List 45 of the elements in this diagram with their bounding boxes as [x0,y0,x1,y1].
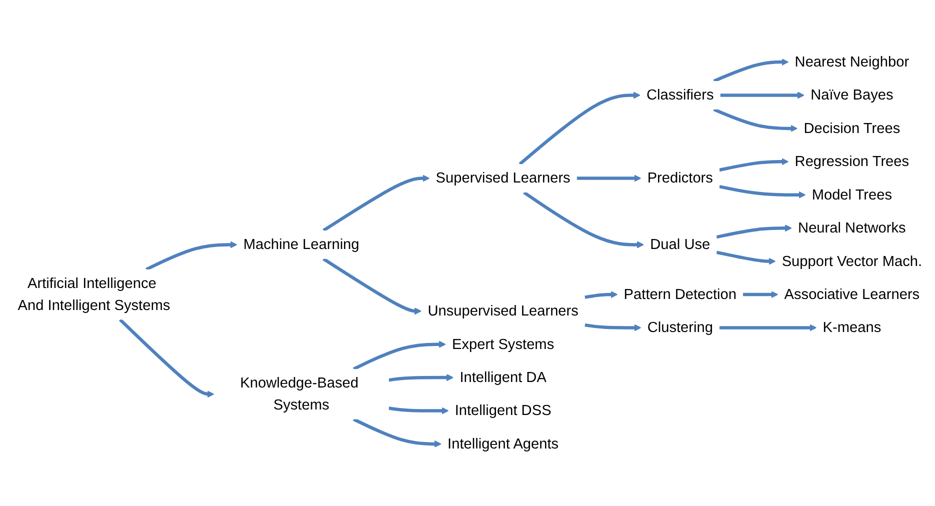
node-text: Regression Trees [794,153,910,170]
node-text: Pattern Detection [624,286,736,302]
arrow [352,340,446,370]
node-text: Unsupervised Learners [428,302,578,319]
arrow [388,374,454,382]
node-text: Classifiers [646,86,714,103]
node-text: Knowledge-Based Systems [240,374,358,413]
node-text: K-means [822,319,882,336]
arrow [716,250,776,265]
node-text: Predictors [647,170,713,186]
node-text: Intelligent Agents [448,435,559,452]
arrow [322,174,430,232]
node-text: Artificial Intelligence And Intelligent Systems [18,275,170,314]
arrow [742,290,778,298]
arrow [713,108,798,132]
node-text: Model Trees [812,186,892,203]
node-text: Support Vector Mach. [782,252,922,269]
arrow [352,418,442,448]
node-text: Associative Learners [784,286,920,302]
node-text: Intelligent DSS [454,402,552,418]
arrow [719,158,789,172]
arrow [584,323,642,332]
node-text: Intelligent DA [460,369,546,386]
node-text: Nearest Neighbor [794,54,910,70]
arrow [523,191,644,248]
node-text: Neural Networks [798,220,906,236]
node-text: Supervised Learners [436,170,570,186]
arrow [322,258,422,315]
node-text: Decision Trees [804,120,900,136]
arrow [719,324,817,332]
node-text: Clustering [647,319,713,336]
arrow [584,290,618,299]
arrow [576,174,642,182]
arrow [713,58,789,83]
arrow [118,318,214,398]
arrow [720,92,804,99]
node-text: Expert Systems [452,336,554,352]
arrow [388,406,449,414]
arrow [716,224,792,239]
arrow [719,184,806,198]
arrow [146,241,238,271]
node-text: Naïve Bayes [810,86,894,103]
node-text: Machine Learning [243,236,360,252]
arrow [518,92,640,166]
node-text: Dual Use [650,236,710,252]
